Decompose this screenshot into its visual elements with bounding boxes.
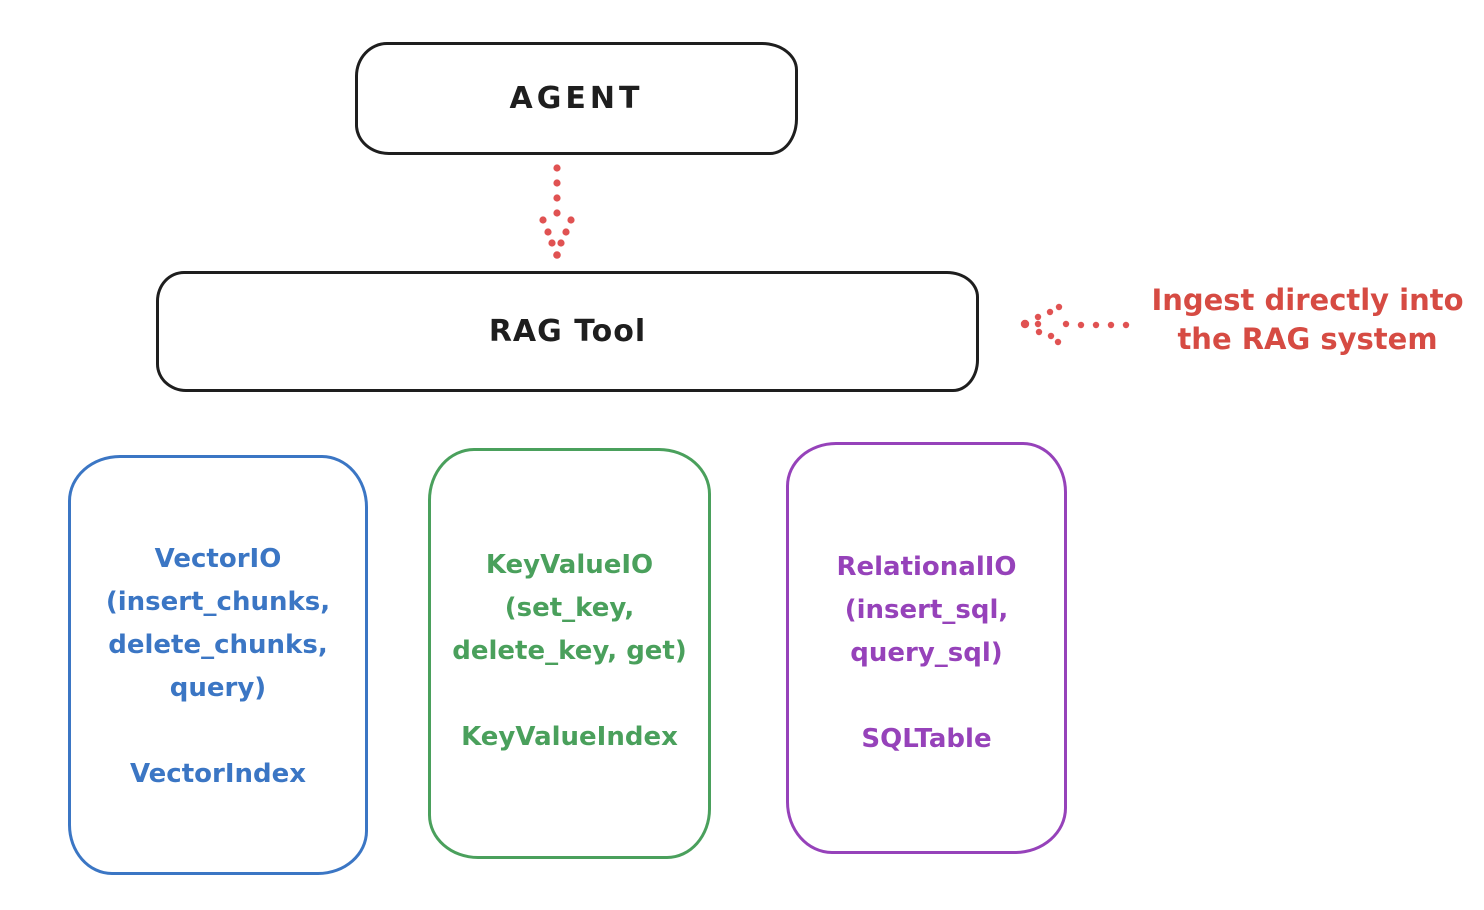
keyvalue-io-box: KeyValueIO (set_key, delete_key, get) Ke… [428, 448, 711, 859]
keyvalue-io-line: delete_key, get) [452, 636, 687, 666]
vector-io-line: query) [169, 673, 267, 703]
relational-io-box: RelationalIO (insert_sql, query_sql) SQL… [786, 442, 1067, 854]
relational-io-line: RelationalIO [836, 552, 1017, 582]
keyvalue-io-line: KeyValueIO [485, 550, 654, 580]
annotation-line-2: the RAG system [1177, 322, 1438, 356]
relational-io-line: query_sql) [850, 638, 1003, 668]
vector-io-index-label: VectorIndex [129, 759, 307, 789]
keyvalue-io-line: (set_key, [504, 593, 635, 623]
arrow-agent-to-rag-icon [539, 164, 575, 259]
agent-node-label: AGENT [509, 81, 644, 116]
annotation-text: Ingest directly into the RAG system [1135, 281, 1480, 359]
agent-node: AGENT [355, 42, 798, 155]
arrow-annotation-to-rag-icon [1020, 303, 1130, 346]
vector-io-line: delete_chunks, [108, 630, 328, 660]
keyvalue-io-index-label: KeyValueIndex [461, 722, 678, 752]
relational-io-table-label: SQLTable [861, 724, 992, 754]
vector-io-box: VectorIO (insert_chunks, delete_chunks, … [68, 455, 368, 875]
rag-tool-node: RAG Tool [156, 271, 979, 392]
relational-io-line: (insert_sql, [844, 595, 1009, 625]
vector-io-line: (insert_chunks, [105, 587, 331, 617]
rag-tool-node-label: RAG Tool [488, 314, 647, 349]
annotation-line-1: Ingest directly into [1151, 283, 1464, 317]
vector-io-line: VectorIO [154, 544, 282, 574]
